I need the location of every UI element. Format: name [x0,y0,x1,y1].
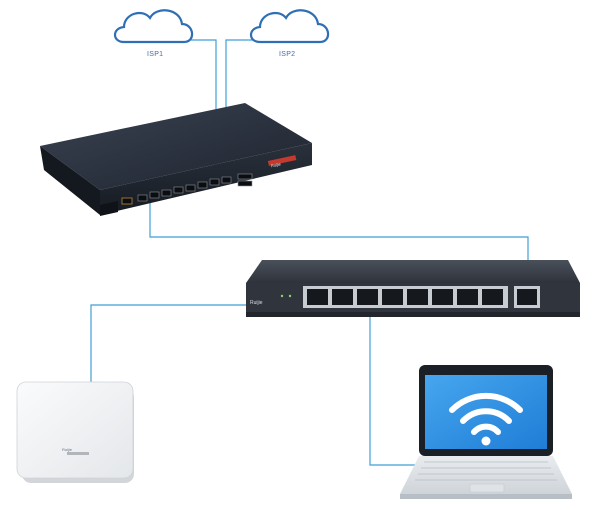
ap-brand-label: Ruijie [62,447,73,452]
switch-port [432,289,453,305]
laptop [400,365,572,499]
wireless-access-point [16,381,134,483]
ap-brand-label [67,452,89,455]
switch-port [357,289,378,305]
router-port [209,178,220,186]
wifi-icon-dot [481,436,491,446]
switch-port [482,289,503,305]
router-port [173,186,184,194]
laptop-keyboard-keys [415,461,557,481]
router-console-port [121,197,133,205]
switch-port [457,289,478,305]
switch-port [407,289,428,305]
router-sfp-port [237,173,253,180]
switch-port [307,289,328,305]
router-top [40,103,312,190]
switch-front-strip [246,312,580,317]
wifi-icon [449,392,523,435]
router-port [221,176,232,184]
laptop-touchpad [469,483,505,493]
laptop-front-edge [400,494,572,499]
cloud-isp1 [113,9,194,44]
laptop-keyboard-deck [400,456,572,494]
isp1-label: ISP1 [147,51,164,58]
cloud-isp2 [249,9,330,44]
router-port [197,181,208,189]
switch-leds [280,294,292,298]
switch-uplink-port [517,289,537,305]
cloud-icon [249,9,330,44]
router-rack-ear [100,201,118,216]
switch-ports [303,286,540,308]
router-sfp-port [237,180,253,187]
router-port [137,194,148,202]
switch-port [382,289,403,305]
switch-brand-label: Ruijie [250,300,263,306]
router-brand-label: Ruijie [267,155,297,168]
router: Ruijie [40,103,312,216]
switch-port-frame [303,286,508,308]
cable-switch-laptop [369,305,420,466]
switch-top [246,260,580,283]
network-switch [246,260,580,317]
router-port [149,191,160,199]
svg-text:Ruijie: Ruijie [270,161,282,168]
cloud-icon [113,9,194,44]
router-ports [137,173,253,202]
switch-port [332,289,353,305]
router-port [161,189,172,197]
router-left-side [40,146,100,215]
ap-body [16,381,134,479]
router-port [185,184,196,192]
isp2-label: ISP2 [279,51,296,58]
